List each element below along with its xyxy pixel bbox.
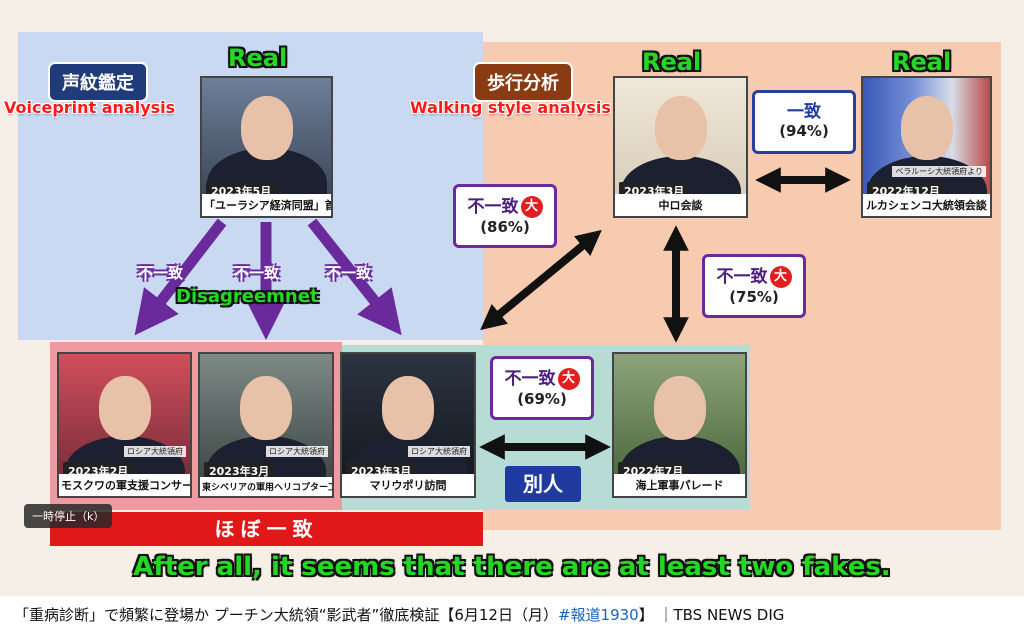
video-title[interactable]: 「重病診断」で頻繁に登場か プーチン大統領“影武者”徹底検証【6月12日（月）#… [14, 604, 784, 625]
photo-mariupol: ロシア大統領府 2023年3月 マリウポリ訪問 [340, 352, 476, 498]
subtitle: After all, it seems that there are at le… [133, 552, 891, 582]
photo-credit: ロシア大統領府 [266, 446, 328, 457]
badge-match-percent: (94%) [779, 122, 829, 140]
photo-caption: ルカシェンコ大統領会談 [863, 194, 990, 216]
comparison-arrows [134, 167, 851, 460]
photo-credit: ベラルーシ大統領府より [892, 166, 986, 177]
photo-parade: 2022年7月 海上軍事パレード [612, 352, 747, 498]
photo-credit: ロシア大統領府 [408, 446, 470, 457]
video-title-main: 「重病診断」で頻繁に登場か プーチン大統領“影武者”徹底検証【6月12日（月） [14, 606, 558, 624]
photo-lukashenko: ベラルーシ大統領府より 2022年12月 ルカシェンコ大統領会談 [861, 76, 992, 218]
badge-mismatch-percent: (69%) [517, 390, 567, 408]
walking-en-label: Walking style analysis [410, 98, 611, 117]
photo-caption: マリウポリ訪問 [342, 474, 474, 496]
photo-date: 2023年3月 [204, 462, 275, 480]
arrow-china-mariupol [480, 229, 602, 331]
arrow-label-mariupol: 不一致 [326, 264, 372, 282]
badge-match-94: 一致 (94%) [752, 90, 856, 154]
almost-match-bar: ほぼ一致 [50, 512, 483, 546]
badge-match-label: 一致 [787, 102, 821, 122]
badge-mismatch-percent: (86%) [480, 218, 530, 236]
photo-caption: 東シベリアの軍用ヘリコプター工場視察 [200, 477, 332, 496]
big-icon: 大 [557, 368, 580, 390]
badge-mismatch-label: 不一致 [716, 267, 768, 287]
walking-tag: 歩行分析 [473, 62, 573, 102]
photo-china: 2023年3月 中ロ会談 [613, 76, 748, 218]
photo-credit: ロシア大統領府 [124, 446, 186, 457]
real-label-china: Real [642, 48, 702, 76]
disagreement-label: Disagreemnet [176, 286, 319, 307]
video-frame[interactable]: 声紋鑑定 歩行分析 Voiceprint analysis Walking st… [0, 0, 1024, 596]
voiceprint-tag: 声紋鑑定 [48, 62, 148, 102]
badge-mismatch-label: 不一致 [504, 369, 556, 389]
arrow-label-moscow: 不一致 [138, 264, 184, 282]
photo-siberia: ロシア大統領府 2023年3月 東シベリアの軍用ヘリコプター工場視察 [198, 352, 334, 498]
big-icon: 大 [769, 266, 792, 288]
big-icon: 大 [520, 196, 543, 218]
real-label-lukashenko: Real [892, 48, 952, 76]
photo-eurasian: 2023年5月 「ユーラシア経済同盟」首脳会議 [200, 76, 333, 218]
arrow-label-siberia: 不一致 [234, 264, 280, 282]
voiceprint-en-label: Voiceprint analysis [4, 98, 176, 117]
photo-caption: モスクワの軍支援コンサート [59, 474, 190, 496]
badge-mismatch-86: 不一致大 (86%) [453, 184, 557, 248]
photo-caption: 海上軍事パレード [614, 474, 745, 496]
badge-mismatch-69: 不一致大 (69%) [490, 356, 594, 420]
video-title-bar: 「重病診断」で頻繁に登場か プーチン大統領“影武者”徹底検証【6月12日（月）#… [0, 596, 1024, 635]
real-label-eurasian: Real [228, 44, 288, 72]
hashtag-link[interactable]: #報道1930 [557, 606, 639, 624]
photo-caption: 「ユーラシア経済同盟」首脳会議 [202, 194, 331, 216]
pause-tooltip: 一時停止（k） [24, 504, 113, 528]
badge-mismatch-percent: (75%) [729, 288, 779, 306]
arrow-to-moscow [134, 218, 227, 336]
different-person-label: 別人 [505, 466, 581, 502]
badge-mismatch-label: 不一致 [467, 197, 519, 217]
photo-moscow: ロシア大統領府 2023年2月 モスクワの軍支援コンサート [57, 352, 192, 498]
photo-caption: 中ロ会談 [615, 194, 746, 216]
badge-mismatch-75: 不一致大 (75%) [702, 254, 806, 318]
video-title-end: 】 ｜TBS NEWS DIG [638, 606, 785, 624]
arrow-to-mariupol [307, 218, 402, 336]
